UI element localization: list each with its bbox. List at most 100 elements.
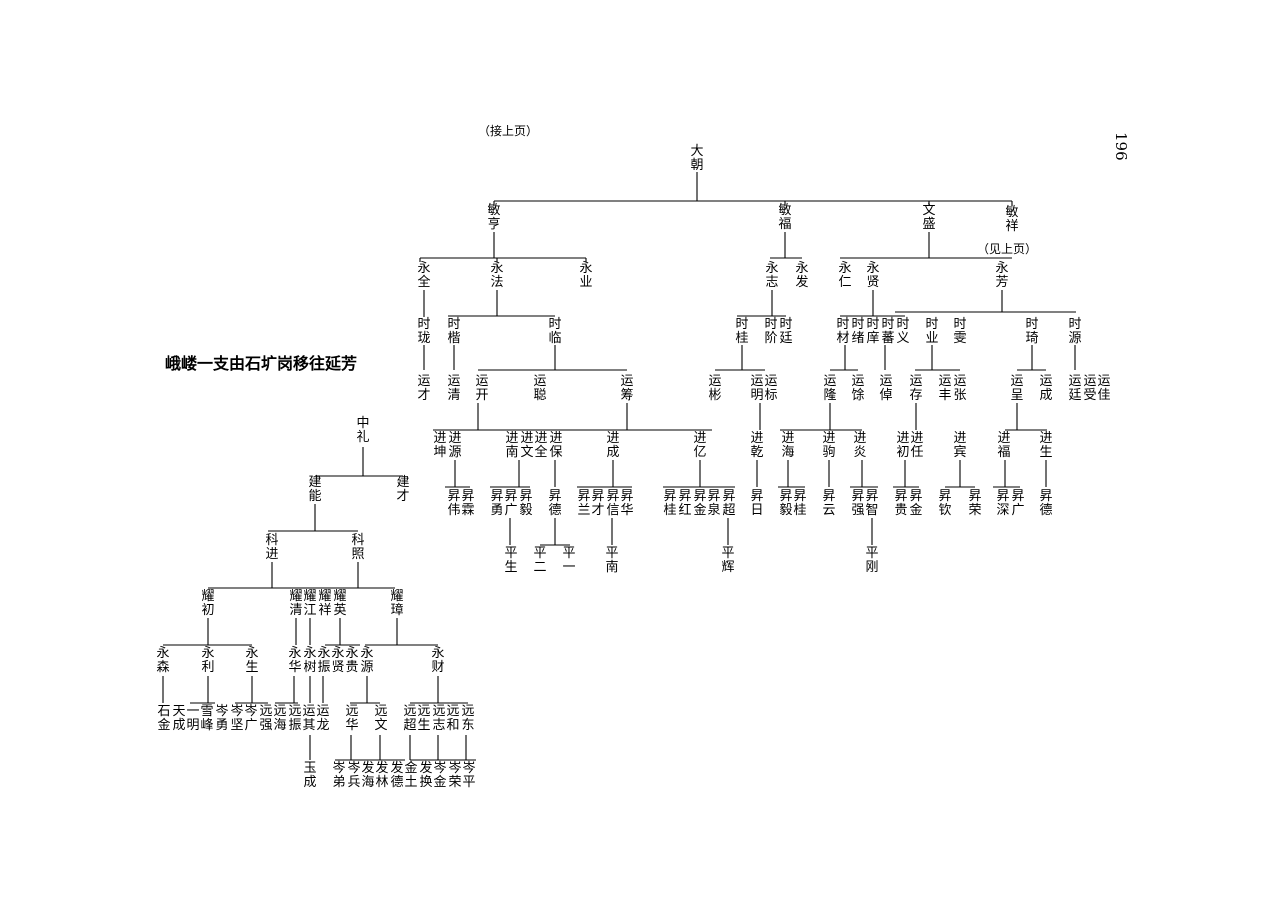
tree-a-g3-node: 时 珑 [417, 317, 431, 346]
tree-b-g5-node: 一 明 [186, 704, 200, 733]
tree-a-g3-node: 时 绪 [851, 317, 865, 346]
tree-a-g6-node: 昇 荣 [968, 489, 982, 518]
tree-a-g3-node: 时 廷 [779, 317, 793, 346]
tree-b-g2-node: 科 进 [265, 533, 279, 562]
tree-b-g6-node: 发 换 [419, 761, 433, 790]
tree-a-g5-node: 进 福 [997, 431, 1011, 460]
tree-a-g7-node: 平 南 [605, 546, 619, 575]
tree-a-g4-node: 运 丰 [938, 374, 952, 403]
tree-a-g3-node: 时 楷 [447, 317, 461, 346]
tree-b-g5-node: 远 志 [432, 704, 446, 733]
tree-a-g6-node: 昇 深 [996, 489, 1010, 518]
tree-b-g3-node: 耀 清 [289, 589, 303, 618]
tree-a-g7-node: 平 刚 [865, 546, 879, 575]
tree-a-g6-node: 昇 贵 [894, 489, 908, 518]
tree-a-g4-node: 运 才 [417, 374, 431, 403]
tree-a-g5-node: 进 生 [1039, 431, 1053, 460]
tree-b-g6-node: 发 林 [375, 761, 389, 790]
tree-a-g6-node: 昇 钦 [938, 489, 952, 518]
tree-b-g5-node: 远 华 [345, 704, 359, 733]
tree-a-g4-node: 运 彬 [708, 374, 722, 403]
tree-b-g5-node: 石 金 [157, 704, 171, 733]
tree-a-g2-node: 永 发 [795, 261, 809, 290]
tree-b-g6-node: 岑 荣 [448, 761, 462, 790]
tree-a-g3-node: 时 雯 [953, 317, 967, 346]
tree-b-g1-node: 建 能 [308, 475, 322, 504]
tree-a-g5-node: 进 全 [534, 431, 548, 460]
tree-a-g5-node: 进 炎 [853, 431, 867, 460]
tree-a-g2-node: 永 法 [490, 261, 504, 290]
tree-a-g6-node: 昇 超 [722, 489, 736, 518]
tree-b-g6-node: 发 海 [361, 761, 375, 790]
tree-a-g6-node: 昇 信 [606, 489, 620, 518]
tree-b-g6-node: 金 土 [404, 761, 418, 790]
tree-b-g5-node: 远 超 [403, 704, 417, 733]
tree-a-g4-node: 运 受 [1083, 374, 1097, 403]
tree-b-g4-node: 永 华 [288, 646, 302, 675]
tree-b-g5-node: 远 振 [288, 704, 302, 733]
tree-b-g5-node: 远 强 [259, 704, 273, 733]
tree-a-g4-node: 运 佳 [1097, 374, 1111, 403]
tree-b-g4-node: 永 树 [303, 646, 317, 675]
tree-a-g5-node: 进 文 [520, 431, 534, 460]
tree-b-g5-node: 天 成 [172, 704, 186, 733]
tree-b-g3-node: 耀 初 [201, 589, 215, 618]
tree-a-g4-node: 运 聪 [533, 374, 547, 403]
tree-a-g6-node: 昇 金 [693, 489, 707, 518]
tree-b-g2-node: 科 照 [351, 533, 365, 562]
tree-a-g4-node: 运 倬 [879, 374, 893, 403]
continued-from-note: （接上页） [478, 124, 539, 138]
tree-a-g4-node: 运 开 [475, 374, 489, 403]
tree-b-g3-node: 耀 英 [333, 589, 347, 618]
tree-a-g4-node: 运 筹 [620, 374, 634, 403]
tree-a-g3-node: 时 业 [925, 317, 939, 346]
tree-a-g4-node: 运 标 [764, 374, 778, 403]
tree-a-g3-node: 时 琦 [1025, 317, 1039, 346]
tree-a-g3-node: 时 材 [836, 317, 850, 346]
tree-b-g4-node: 永 源 [360, 646, 374, 675]
tree-b-g5-node: 岑 广 [244, 704, 258, 733]
tree-b-g6-node: 岑 金 [433, 761, 447, 790]
tree-b-g6-node: 岑 弟 [332, 761, 346, 790]
tree-a-g6-node: 昇 德 [548, 489, 562, 518]
tree-a-g7-node: 平 一 [562, 546, 576, 575]
tree-a-g3-node: 时 桂 [735, 317, 749, 346]
tree-a-g6-node: 昇 毅 [779, 489, 793, 518]
tree-a-g6-node: 昇 红 [678, 489, 692, 518]
tree-b-g5-node: 岑 勇 [215, 704, 229, 733]
tree-a-g2-node: 永 全 [417, 261, 431, 290]
tree-a-g3-node: 时 蕃 [881, 317, 895, 346]
document-title: 峨嵝一支由石圹岗移往延芳 [165, 354, 358, 373]
tree-b-g4-node: 永 生 [245, 646, 259, 675]
tree-a-g3-node: 时 源 [1068, 317, 1082, 346]
tree-b-g5-node: 远 文 [374, 704, 388, 733]
tree-a-g4-node: 运 成 [1039, 374, 1053, 403]
tree-a-g5-node: 进 成 [606, 431, 620, 460]
tree-a-g2-node: 永 仁 [838, 261, 852, 290]
tree-b-g5-node: 运 其 [302, 704, 316, 733]
tree-a-g7-node: 平 二 [533, 546, 547, 575]
tree-b-g5-node: 雪 峰 [200, 704, 214, 733]
tree-a-g6-node: 昇 伟 [447, 489, 461, 518]
tree-a-g5-node: 进 坤 [433, 431, 447, 460]
tree-a-g5-node: 进 乾 [750, 431, 764, 460]
tree-b-g5-node: 远 海 [273, 704, 287, 733]
tree-a-g6-node: 昇 广 [504, 489, 518, 518]
tree-b-g6-node: 玉 成 [303, 761, 317, 790]
tree-a-g6-node: 昇 强 [851, 489, 865, 518]
tree-a-g4-node: 运 馀 [851, 374, 865, 403]
tree-a-g7-node: 平 辉 [721, 546, 735, 575]
tree-a-g6-node: 昇 兰 [577, 489, 591, 518]
tree-a-g4-node: 运 存 [909, 374, 923, 403]
tree-a-g6-node: 昇 桂 [793, 489, 807, 518]
tree-b-g4-node: 永 振 [317, 646, 331, 675]
tree-b-g5-node: 远 东 [461, 704, 475, 733]
tree-b-g4-node: 永 森 [156, 646, 170, 675]
tree-a-g2-node: 永 芳 [995, 261, 1009, 290]
tree-a-g2-node: 永 业 [579, 261, 593, 290]
tree-a-g6-node: 昇 勇 [490, 489, 504, 518]
tree-b-g5-node: 远 和 [446, 704, 460, 733]
page-number: 196 [1112, 132, 1130, 161]
tree-a-g2-node: 永 贤 [866, 261, 880, 290]
